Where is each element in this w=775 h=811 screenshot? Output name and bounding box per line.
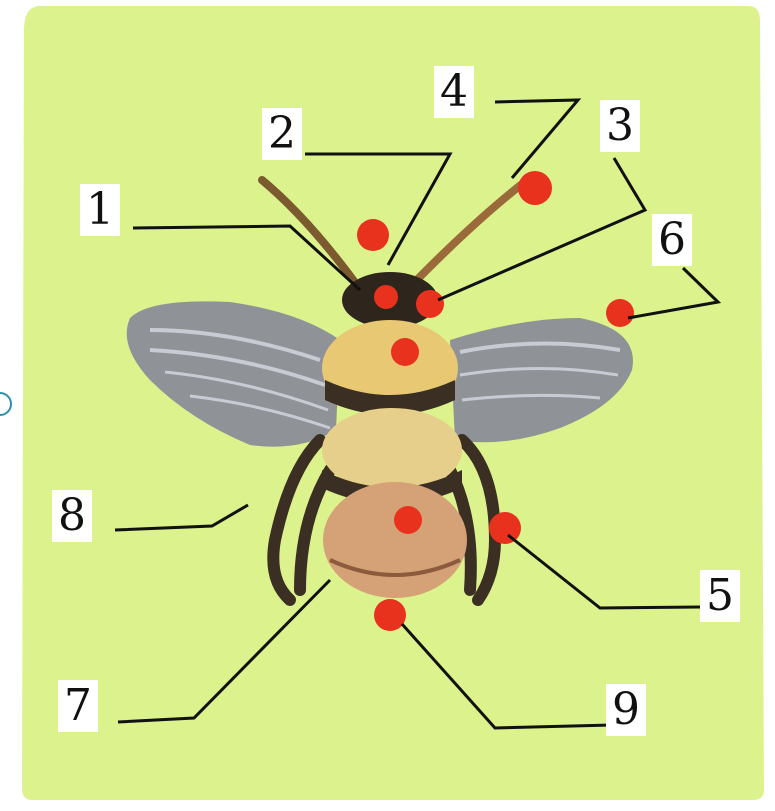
- label-9: 9: [606, 684, 646, 736]
- label-5: 5: [700, 570, 740, 622]
- label-2: 2: [262, 108, 302, 160]
- label-6: 6: [652, 214, 692, 266]
- label-8: 8: [52, 490, 92, 542]
- label-1: 1: [80, 184, 120, 236]
- bee-abdomen: [323, 482, 467, 598]
- label-7: 7: [58, 680, 98, 732]
- label-3: 3: [600, 100, 640, 152]
- label-4: 4: [434, 66, 474, 118]
